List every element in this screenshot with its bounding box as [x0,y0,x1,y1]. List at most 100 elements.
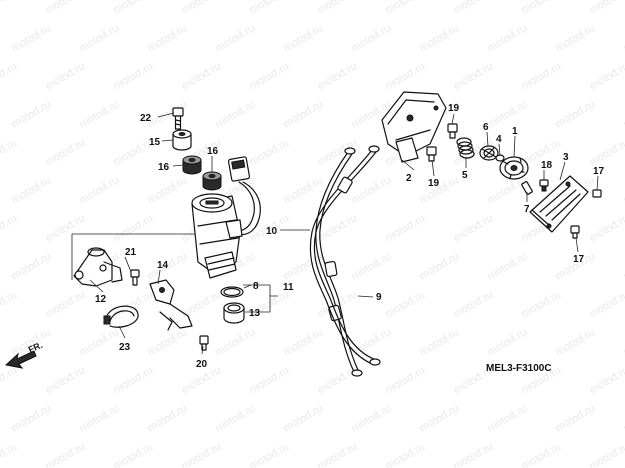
callout-12: 12 [95,294,107,305]
plate-3 [529,175,589,233]
watermark-text: motod.ru [588,364,625,396]
watermark-text: motod.ru [418,250,462,282]
watermark-text: motod.ru [44,212,88,244]
spring-5 [456,137,475,159]
cable-10 [309,145,381,366]
watermark-text: motod.ru [588,212,625,244]
watermark-text: motod.ru [146,174,190,206]
watermark-text: motod.ru [146,326,190,358]
watermark-text: motod.ru [44,136,88,168]
clip-8 [220,286,244,298]
watermark-text: motod.ru [10,402,54,434]
watermark-text: motod.ru [520,440,564,468]
watermark-text: motod.ru [588,136,625,168]
watermark-text: motod.ru [350,22,394,54]
watermark-text: motod.ru [282,326,326,358]
watermark-text: motod.ru [0,60,19,92]
bolt-7 [521,181,533,195]
watermark-text: motod.ru [554,98,598,130]
watermark-text: motod.ru [214,326,258,358]
watermark-text: motod.ru [282,98,326,130]
watermark-text: motod.ru [112,440,156,468]
watermark-text: motod.ru [44,288,88,320]
watermark-text: motod.ru [622,98,625,130]
watermark-text: motod.ru [112,212,156,244]
bolt-19-lower [426,146,437,162]
callout-6: 6 [483,122,489,133]
callout-3: 3 [563,152,569,163]
watermark-text: motod.ru [350,174,394,206]
watermark-text: motod.ru [622,22,625,54]
watermark-text: motod.ru [486,326,530,358]
watermark-text: motod.ru [486,98,530,130]
watermark-text: motod.ru [588,440,625,468]
watermark-text: motod.ru [588,0,625,17]
pulley-6 [479,145,499,161]
watermark-text: motod.ru [452,440,496,468]
bolt-17-upper [592,189,602,198]
watermark-text: motod.ru [282,22,326,54]
callout-14: 14 [157,260,169,271]
callout-17-upper: 17 [593,166,605,177]
watermark-text: motod.ru [520,0,564,17]
watermark-text: motod.ru [316,0,360,17]
watermark-text: motod.ru [112,288,156,320]
watermark-text: motod.ru [520,60,564,92]
watermark-text: motod.ru [10,22,54,54]
watermark-text: motod.ru [78,326,122,358]
bolt-22 [172,107,184,130]
watermark-text: motod.ru [622,174,625,206]
callout-16-left: 16 [158,162,170,173]
callout-21: 21 [125,247,137,258]
watermark-text: motod.ru [418,22,462,54]
callout-15: 15 [149,137,161,148]
watermark-text: motod.ru [384,0,428,17]
watermark-text: motod.ru [248,60,292,92]
cable-9 [315,147,363,377]
pulley-1 [499,156,529,180]
collar-15 [172,129,192,151]
watermark-text: motod.ru [78,174,122,206]
watermark-text: motod.ru [554,326,598,358]
watermark-text: motod.ru [452,60,496,92]
callout-19-upper: 19 [448,103,460,114]
callout-11: 11 [283,282,294,293]
watermark-text: motod.ru [180,440,224,468]
clip-18 [539,179,549,192]
watermark-text: motod.ru [0,212,19,244]
watermark-text: motod.ru [384,212,428,244]
watermark-text: motod.ru [112,60,156,92]
watermark-text: motod.ru [180,0,224,17]
watermark-text: motod.ru [418,402,462,434]
watermark-text: motod.ru [10,250,54,282]
watermark-text: motod.ru [214,98,258,130]
watermark-text: motod.ru [214,402,258,434]
bracket-14 [149,279,193,331]
watermark-text: motod.ru [486,22,530,54]
watermark-text: motod.ru [78,402,122,434]
watermark-text: motod.ru [44,0,88,17]
watermark-text: motod.ru [0,136,19,168]
watermark-text: motod.ru [418,174,462,206]
watermark-text: motod.ru [384,440,428,468]
callout-23: 23 [119,342,131,353]
rubber-mount-16-right [202,171,222,191]
watermark-text: motod.ru [554,22,598,54]
watermark-text: motod.ru [180,60,224,92]
watermark-text: motod.ru [78,98,122,130]
watermark-text: motod.ru [0,364,19,396]
watermark-text: motod.ru [78,22,122,54]
watermark-text: motod.ru [248,136,292,168]
watermark-text: motod.ru [622,250,625,282]
watermark-text: motod.ru [384,288,428,320]
callout-16-right: 16 [207,146,219,157]
watermark-text: motod.ru [10,174,54,206]
watermark-text: motod.ru [452,0,496,17]
watermark-text: motod.ru [486,250,530,282]
watermark-text: motod.ru [44,364,88,396]
watermark-text: motod.ru [452,212,496,244]
callout-17-lower: 17 [573,254,585,265]
watermark-text: motod.ru [418,326,462,358]
watermark-text: motod.ru [248,440,292,468]
